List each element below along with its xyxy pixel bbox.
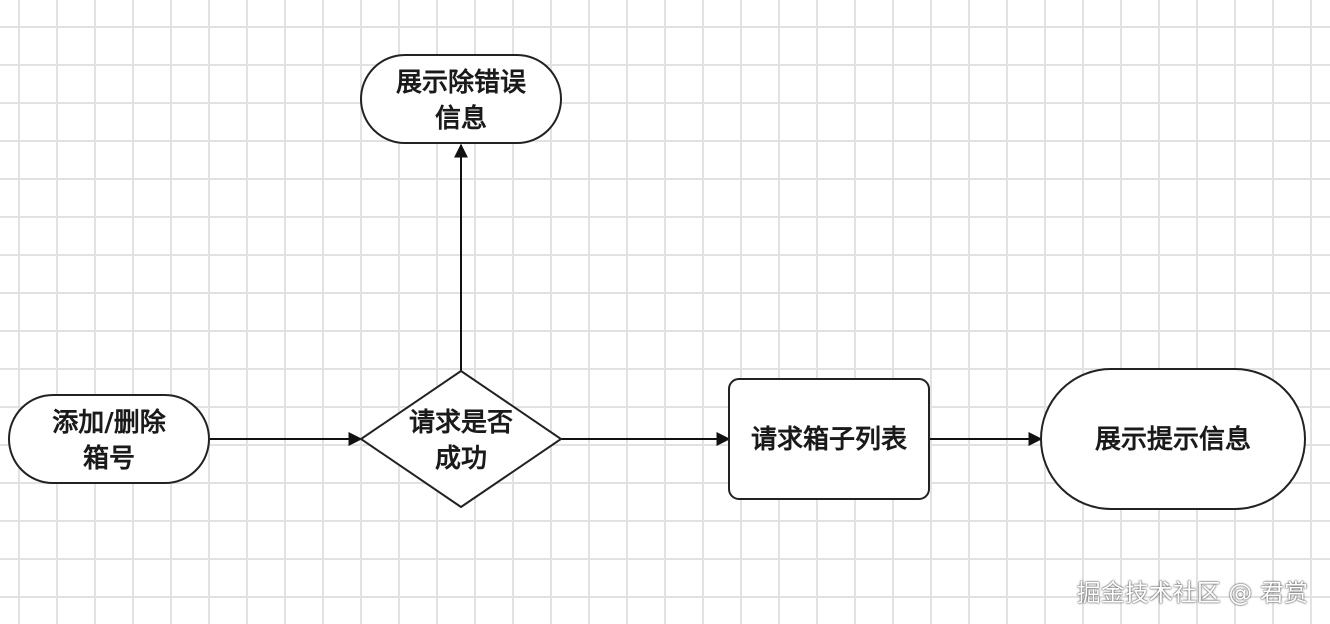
error-node-label-line1: 展示除错误: [396, 67, 527, 98]
error-node[interactable]: 展示除错误 信息: [360, 54, 562, 144]
error-node-shape: [360, 54, 562, 144]
error-node-label-line2: 信息: [435, 103, 487, 134]
start-node-label-line2: 箱号: [83, 443, 135, 474]
request-node-shape: [728, 378, 930, 500]
decision-node[interactable]: 请求是否 成功: [359, 369, 563, 509]
start-node-shape: [8, 394, 210, 484]
start-node[interactable]: 添加/删除 箱号: [8, 394, 210, 484]
end-node-label: 展示提示信息: [1095, 424, 1251, 455]
decision-node-label-line1: 请求是否: [409, 408, 513, 438]
decision-node-label-line2: 成功: [435, 444, 487, 474]
watermark-text: 掘金技术社区 @ 君赏: [1076, 579, 1308, 607]
end-node[interactable]: 展示提示信息: [1040, 368, 1306, 510]
request-node-label: 请求箱子列表: [751, 424, 908, 455]
start-node-label-line1: 添加/删除: [52, 407, 166, 438]
end-node-shape: [1040, 368, 1306, 510]
decision-node-shape: [359, 369, 563, 509]
request-node[interactable]: 请求箱子列表: [728, 378, 930, 500]
